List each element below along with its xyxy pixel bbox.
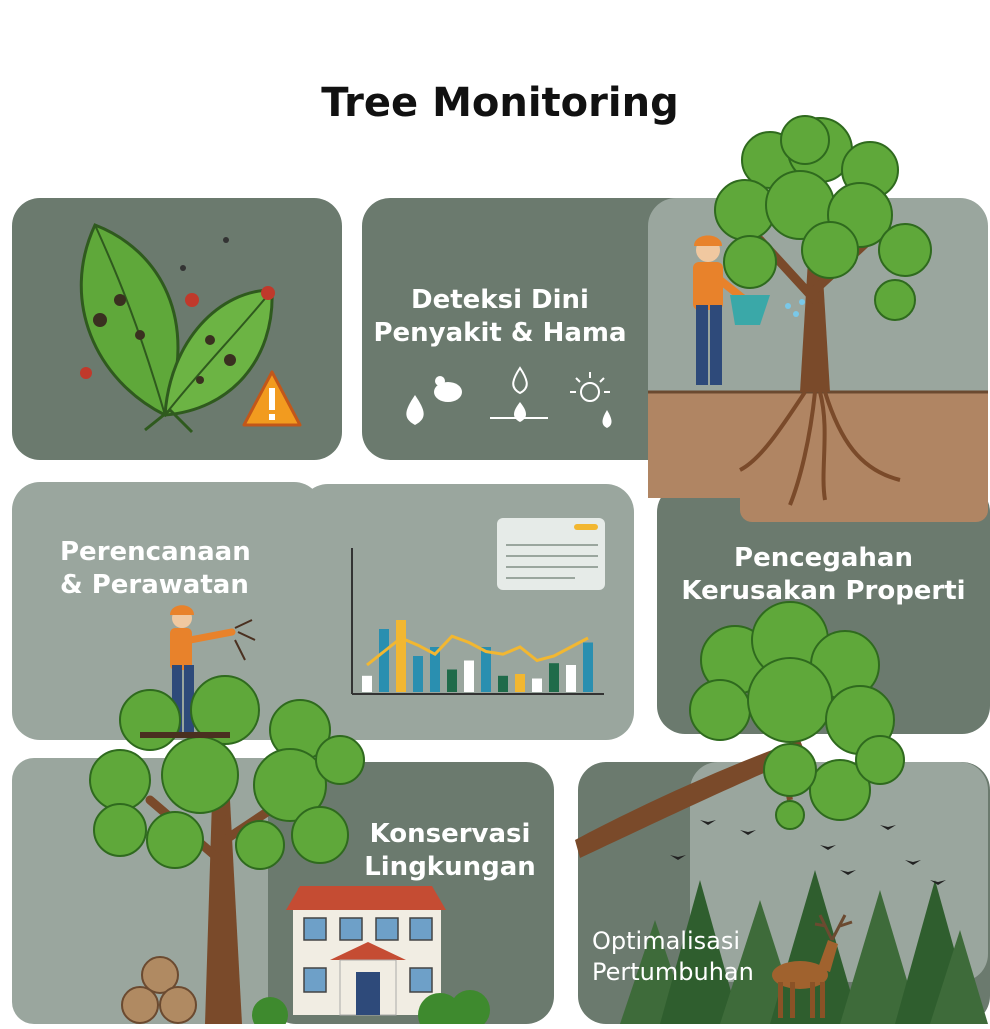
chart-bar	[583, 642, 593, 692]
label-property: Pencegahan Kerusakan Properti	[681, 543, 966, 607]
label-planning: Perencanaan & Perawatan	[60, 537, 251, 601]
tree-icon	[575, 601, 905, 858]
tree-icon	[89, 675, 365, 1024]
bug-icon	[434, 376, 462, 402]
chart-trend-line	[366, 634, 589, 667]
label-early-detection: Deteksi Dini Penyakit & Hama	[373, 285, 627, 349]
worker-icon	[693, 235, 805, 385]
bird-icon	[670, 820, 946, 885]
tree-icon	[714, 115, 932, 506]
chart-bar	[396, 620, 406, 692]
chart-bar	[379, 629, 389, 692]
panel-planning	[12, 482, 322, 740]
bug-icon	[80, 237, 275, 379]
label-growth: Optimalisasi Pertumbuhan	[592, 927, 754, 987]
bushes	[252, 990, 490, 1029]
chart-bar	[498, 675, 508, 692]
log-pile	[121, 956, 197, 1024]
chart-bar	[413, 656, 423, 692]
water-drop-icon	[406, 395, 424, 425]
chart-bar	[532, 678, 542, 692]
page-title: Tree Monitoring	[321, 80, 679, 126]
report-card	[497, 518, 605, 590]
chart-bar	[447, 669, 457, 692]
chart-bar	[515, 674, 525, 692]
worker-icon	[170, 605, 256, 733]
leaf-icon	[79, 223, 274, 434]
deer-icon	[772, 914, 853, 1018]
bar-chart-icon	[351, 518, 605, 695]
sun-icon	[570, 372, 612, 428]
chart-bar	[362, 675, 372, 692]
chart-bar	[464, 660, 474, 692]
soil-ext	[740, 460, 988, 522]
water-drop-icon	[490, 366, 548, 422]
chart-bar	[481, 647, 491, 692]
house-icon	[286, 886, 446, 1016]
label-conservation: Konservasi Lingkungan	[364, 819, 536, 883]
chart-bar	[430, 647, 440, 692]
chart-bar	[566, 665, 576, 692]
chart-bar	[549, 663, 559, 692]
warning-icon	[242, 370, 302, 427]
